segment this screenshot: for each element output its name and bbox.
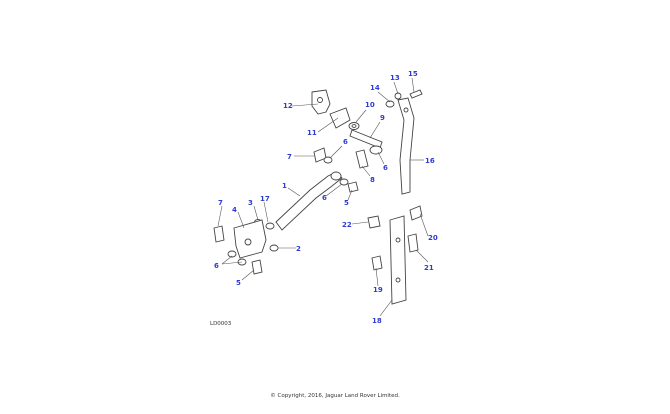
- part-bolt-15: [409, 89, 423, 99]
- callout-4: 4: [232, 206, 237, 214]
- callout-18: 18: [372, 317, 382, 325]
- part-washer-14: [385, 100, 395, 108]
- callouts: 12 11 10 9 14 13 15 16 7 6 8 6 1 6 5 17 …: [214, 70, 438, 325]
- callout-22: 22: [342, 221, 352, 229]
- callout-15: 15: [408, 70, 418, 78]
- callout-19: 19: [373, 286, 383, 294]
- callout-6-mid-right: 6: [383, 164, 388, 172]
- part-bolt-19: [371, 255, 383, 271]
- callout-5-lower: 5: [236, 279, 241, 287]
- leader-lines: [217, 77, 429, 317]
- part-clip-21: [407, 233, 419, 253]
- callout-3: 3: [248, 199, 253, 207]
- part-washer-6-mid: [339, 178, 349, 186]
- callout-2: 2: [296, 245, 301, 253]
- part-washer-17: [265, 222, 275, 230]
- figure-id: LD0003: [210, 321, 232, 327]
- part-washer-10: [348, 122, 360, 130]
- callout-20: 20: [428, 234, 438, 242]
- part-lever-4: [233, 219, 267, 259]
- part-clip-8: [355, 149, 369, 169]
- callout-12: 12: [283, 102, 293, 110]
- callout-13: 13: [390, 74, 400, 82]
- callout-14: 14: [370, 84, 380, 92]
- callout-16: 16: [425, 157, 435, 165]
- part-bolt-20: [409, 205, 423, 221]
- part-washer-6-upper: [323, 156, 333, 164]
- callout-6-upper: 6: [343, 138, 348, 146]
- callout-9: 9: [380, 114, 385, 122]
- callout-17: 17: [260, 195, 270, 203]
- callout-10: 10: [365, 101, 375, 109]
- copyright-notice: © Copyright, 2016, Jaguar Land Rover Lim…: [270, 393, 400, 399]
- callout-7-upper: 7: [287, 153, 292, 161]
- callout-6-mid: 6: [322, 194, 327, 202]
- callout-8: 8: [370, 176, 375, 184]
- part-clip-7-lower: [213, 225, 225, 243]
- callout-6-lower: 6: [214, 262, 219, 270]
- callout-5-mid: 5: [344, 199, 349, 207]
- callout-21: 21: [424, 264, 434, 272]
- part-bolt-5-mid: [347, 181, 359, 193]
- part-washer-2: [269, 244, 279, 252]
- part-bracket-11: [329, 107, 351, 129]
- callout-1: 1: [282, 182, 287, 190]
- part-clip-22: [367, 215, 381, 229]
- part-nut-13: [394, 92, 402, 100]
- part-clip-12: [311, 89, 331, 115]
- part-lever-16: [397, 97, 415, 195]
- callout-7-lower: 7: [218, 199, 223, 207]
- part-plate-18: [389, 215, 407, 305]
- part-rod-9: [349, 129, 383, 155]
- callout-11: 11: [307, 129, 317, 137]
- part-bolt-5-lower: [251, 259, 263, 275]
- part-rod-1: [275, 171, 343, 231]
